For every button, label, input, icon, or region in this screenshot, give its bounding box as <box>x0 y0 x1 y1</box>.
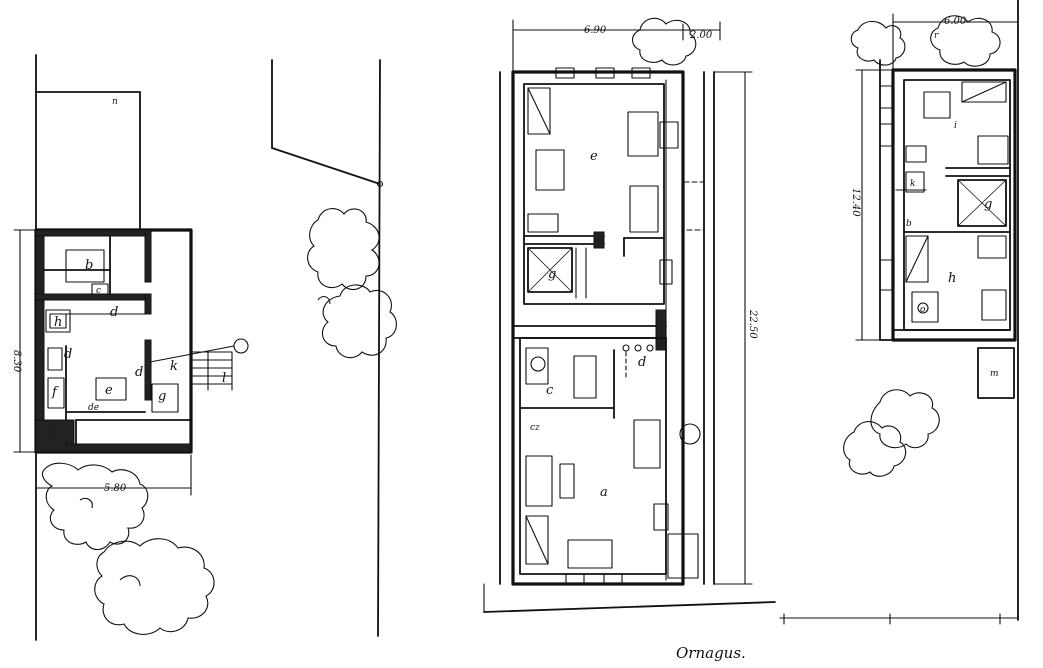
label-d-mid: d <box>64 347 72 362</box>
label-g: g <box>158 389 166 404</box>
label-e: e <box>105 383 113 398</box>
label-r-right: r <box>934 31 939 41</box>
label-g-center: g <box>548 267 556 282</box>
label-cz-center: cz <box>530 423 540 433</box>
label-d-top: d <box>110 305 118 320</box>
label-e-center: e <box>590 149 598 164</box>
label-d-right: d <box>135 365 143 380</box>
label-de: de <box>88 403 99 413</box>
label-c-center: c <box>546 383 554 398</box>
label-c: c <box>96 286 101 296</box>
dim-center-depth: 22.50 <box>747 309 758 339</box>
dim-left-depth: 8.30 <box>11 350 22 373</box>
plan-left: n b c d h d e d k g f de i l 8.30 5.80 <box>11 54 249 641</box>
dim-center-side: 2.00 <box>689 30 713 41</box>
label-k-right: k <box>910 179 915 189</box>
label-h: h <box>54 315 62 330</box>
caption: Ornagus. <box>676 644 746 662</box>
label-i: i <box>52 429 55 439</box>
label-o-right: o <box>920 305 926 315</box>
label-l: l <box>222 371 226 386</box>
street-sketch <box>271 59 397 637</box>
label-a-center: a <box>600 485 608 500</box>
dim-right-width: 6.00 <box>944 16 967 27</box>
plan-right: 6.00 12.40 <box>779 0 1019 625</box>
label-b: b <box>85 258 93 273</box>
label-i-right: i <box>954 121 957 131</box>
label-b-right: b <box>906 219 912 229</box>
dim-center-width: 6.90 <box>584 25 607 36</box>
dim-right-depth: 12.40 <box>850 188 861 217</box>
label-k: k <box>170 359 178 374</box>
label-h-right: h <box>948 271 956 286</box>
label-d-center: d <box>638 355 646 370</box>
dim-left-width: 5.80 <box>104 483 127 494</box>
plan-center: 6.90 2.00 22.50 <box>483 17 776 613</box>
label-f: f <box>51 385 59 400</box>
label-g-right: g <box>984 197 992 212</box>
label-n: n <box>112 97 118 107</box>
label-m-right: m <box>990 369 999 379</box>
